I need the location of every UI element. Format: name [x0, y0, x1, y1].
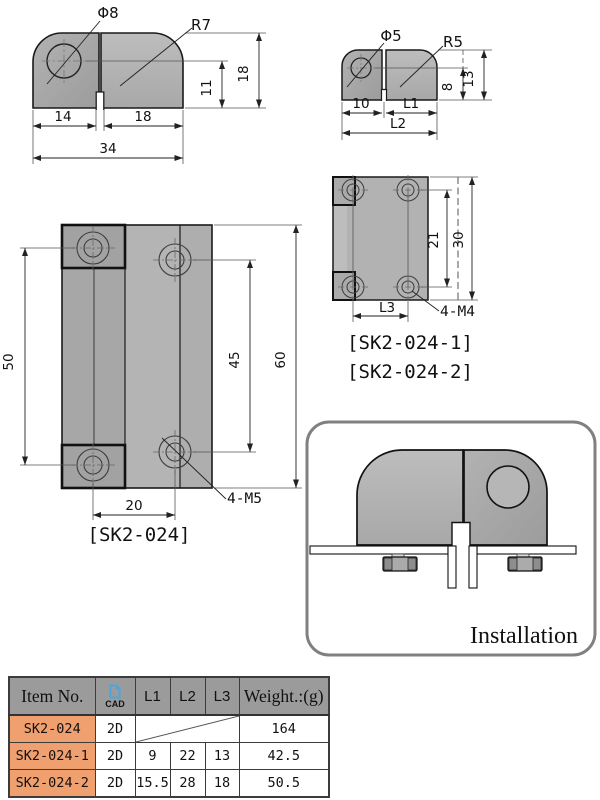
l2-cell: 28 [169, 769, 206, 798]
dia-leader-line [346, 42, 385, 88]
mounting-plate-left [309, 545, 449, 555]
dim-width-right: L1 [403, 96, 419, 112]
door-panel-left-edge [447, 545, 457, 589]
front-view-large: 50 45 60 20 4-M5 [SK2-024] [1, 223, 302, 546]
hinge-body-outline [100, 32, 184, 109]
dim-height-center: 11 [199, 79, 215, 96]
item-number-cell: SK2-024 [8, 714, 96, 743]
table-header-row: Item No. CAD L1 L2 L3 Weight.:(g) [8, 676, 330, 716]
dia-leader-line [46, 20, 101, 85]
bolt-nut-right [507, 553, 543, 572]
l1-cell: 15.5 [134, 769, 171, 798]
dim-bottom-span: L3 [379, 300, 395, 316]
front-view-small: 21 30 L3 4-M4 [SK2-024-1] [SK2-024-2] [332, 175, 478, 383]
part-number-label: [SK2-024] [88, 524, 191, 546]
dim-width-total: 34 [99, 141, 116, 157]
not-applicable-diagonal-cell [134, 714, 240, 743]
diagonal-slash [136, 716, 238, 742]
l1-cell: 9 [134, 742, 171, 770]
dim-height-center: 8 [440, 83, 456, 92]
dim-dia: Φ5 [380, 27, 401, 45]
cad-label: CAD [105, 698, 125, 709]
dim-right-hole-span: 21 [426, 231, 442, 248]
hinge-plate-outline [61, 224, 213, 489]
door-slot [95, 91, 105, 110]
radius-leader-line [119, 27, 193, 87]
dim-radius: R7 [191, 16, 211, 34]
dim-width-right: 18 [134, 109, 151, 125]
leaf-tab-top [60, 223, 127, 270]
cad-type-cell: 2D [94, 742, 136, 770]
door-slot [452, 522, 470, 546]
item-number-cell: SK2-024-1 [8, 742, 96, 770]
cad-document-icon [109, 684, 121, 698]
cad-type-cell: 2D [94, 714, 136, 743]
l2-cell: 22 [169, 742, 206, 770]
header-l2: L2 [169, 676, 206, 716]
table-row: SK2-024 2D 164 [8, 714, 330, 743]
pin-hole [486, 465, 530, 509]
table-row: SK2-024-2 2D 15.5 28 18 50.5 [8, 769, 330, 798]
door-slot [381, 89, 387, 101]
part-number-label-1: [SK2-024-1] [347, 332, 473, 354]
dim-height-total: 30 [451, 231, 467, 248]
dim-width-total: L2 [390, 116, 406, 132]
leaf-tab-bottom [332, 271, 356, 301]
table-row: SK2-024-1 2D 9 22 13 42.5 [8, 742, 330, 770]
dim-width-left: 14 [54, 109, 71, 125]
thread-callout: 4-M5 [227, 491, 262, 507]
dim-height-total: 13 [461, 70, 477, 87]
hinge-plate-outline [332, 176, 429, 301]
leaf-tab-bottom [60, 443, 127, 490]
dim-right-hole-span: 45 [227, 351, 243, 368]
spec-table: Item No. CAD L1 L2 L3 Weight.:(g) SK2-02… [8, 676, 330, 798]
dim-dia: Φ8 [97, 4, 118, 22]
dim-left-hole-span: 50 [1, 353, 17, 370]
mounting-plate-right [476, 545, 577, 555]
thread-leader-line [411, 290, 440, 312]
dim-height-total: 18 [236, 65, 252, 82]
header-item-no: Item No. [8, 676, 96, 716]
dim-radius: R5 [443, 33, 463, 51]
part-number-label-2: [SK2-024-2] [347, 361, 473, 383]
weight-cell: 50.5 [238, 769, 330, 798]
header-weight: Weight.:(g) [238, 676, 330, 716]
l3-cell: 13 [204, 742, 240, 770]
weight-cell: 164 [238, 714, 330, 743]
weight-cell: 42.5 [238, 742, 330, 770]
door-panel-right-edge [468, 545, 478, 589]
thread-callout: 4-M4 [440, 304, 475, 320]
installed-hinge-body [356, 449, 464, 546]
dim-bottom-span: 20 [125, 498, 142, 514]
hinge-body-outline [385, 49, 438, 101]
leaf-tab-top [332, 176, 356, 206]
dim-height-total: 60 [273, 351, 289, 368]
thread-leader-line [161, 437, 227, 500]
installation-panel: Installation [305, 420, 597, 657]
radius-leader-line [399, 45, 444, 88]
technical-drawing: Φ8 R7 18 11 14 18 34 Φ5 R5 13 8 10 L1 [1, 4, 597, 657]
item-number-cell: SK2-024-2 [8, 769, 96, 798]
side-view-small: Φ5 R5 13 8 10 L1 L2 [341, 27, 492, 140]
side-view-large: Φ8 R7 18 11 14 18 34 [32, 4, 266, 164]
header-l3: L3 [204, 676, 240, 716]
installation-caption: Installation [470, 623, 578, 649]
header-l1: L1 [134, 676, 171, 716]
cad-type-cell: 2D [94, 769, 136, 798]
bolt-nut-left [382, 553, 418, 572]
dim-width-left: 10 [352, 96, 369, 112]
l3-cell: 18 [204, 769, 240, 798]
header-cad: CAD [94, 676, 136, 716]
